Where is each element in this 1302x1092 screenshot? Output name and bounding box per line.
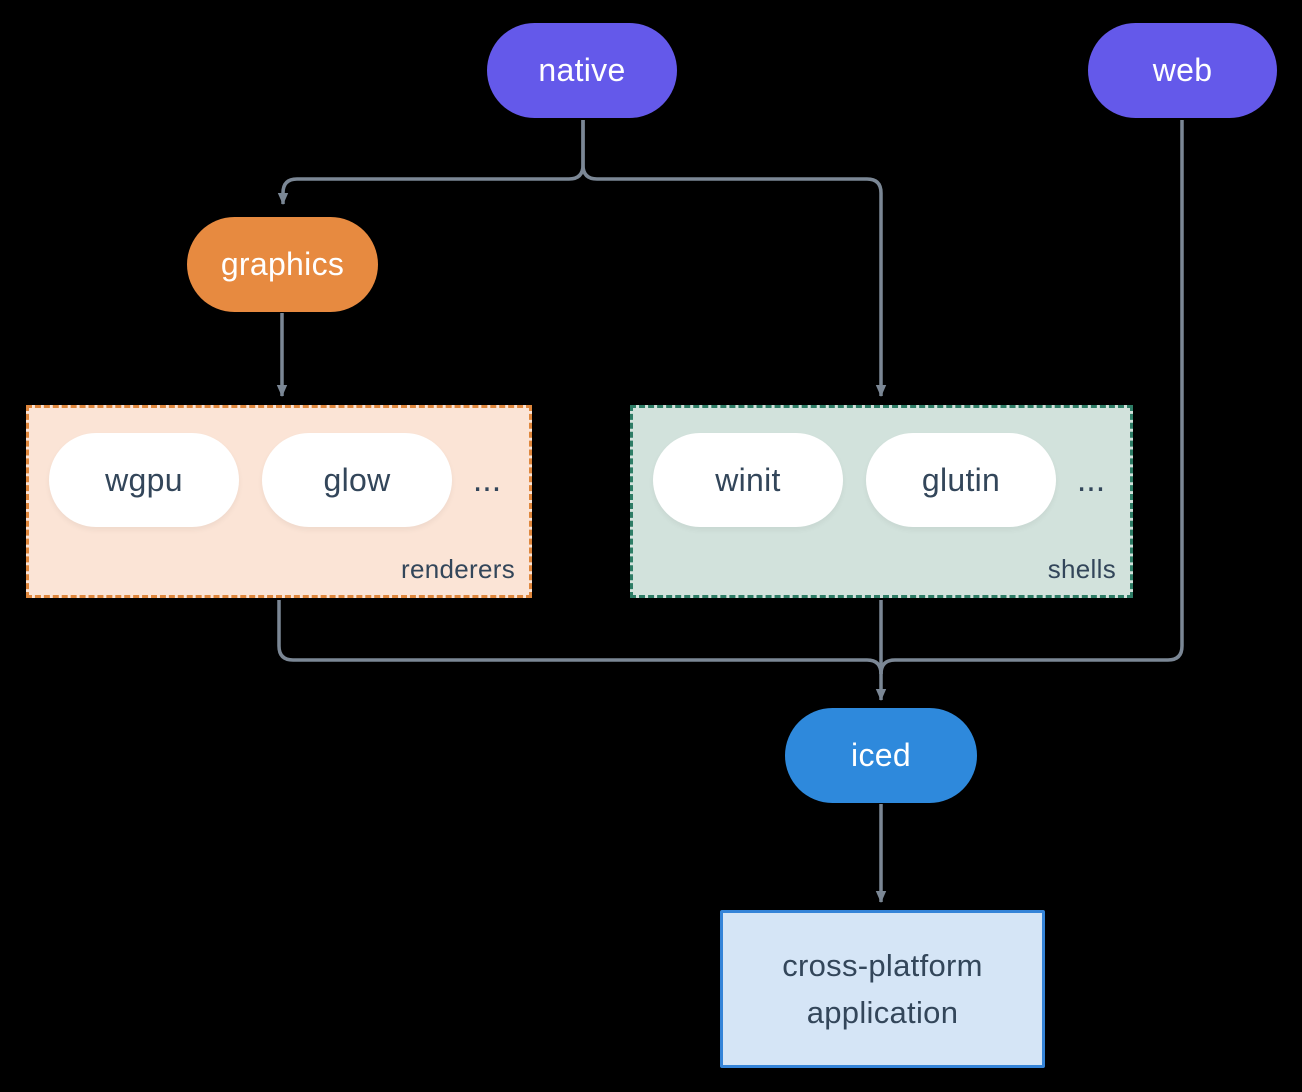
node-web-label: web xyxy=(1152,52,1213,88)
application-label: cross-platform application xyxy=(782,947,983,1030)
shells-ellipsis: ... xyxy=(1076,460,1106,499)
group-shells: winit glutin ... shells xyxy=(630,405,1133,598)
node-glow-label: glow xyxy=(323,461,391,498)
group-renderers: wgpu glow ... renderers xyxy=(26,405,532,598)
node-graphics-label: graphics xyxy=(220,246,345,282)
node-winit-label: winit xyxy=(715,461,781,498)
node-wgpu-label: wgpu xyxy=(105,461,183,498)
node-graphics: graphics xyxy=(187,217,378,312)
connector-renderers-to-iced xyxy=(277,600,883,675)
node-cross-platform-application: cross-platform application xyxy=(720,910,1045,1068)
node-glutin-label: glutin xyxy=(921,461,1001,498)
connector-native-to-graphics xyxy=(277,120,585,205)
node-native-label: native xyxy=(538,52,626,88)
node-glow: glow xyxy=(262,433,452,527)
node-wgpu: wgpu xyxy=(49,433,239,527)
node-iced: iced xyxy=(785,708,977,803)
node-web: web xyxy=(1088,23,1277,118)
renderers-ellipsis: ... xyxy=(472,460,502,499)
connector-native-to-shells xyxy=(581,120,887,397)
renderers-group-label: renderers xyxy=(401,554,515,584)
node-iced-label: iced xyxy=(851,737,911,773)
node-native: native xyxy=(487,23,677,118)
node-glutin: glutin xyxy=(866,433,1056,527)
node-winit: winit xyxy=(653,433,843,527)
shells-group-label: shells xyxy=(1047,554,1116,584)
